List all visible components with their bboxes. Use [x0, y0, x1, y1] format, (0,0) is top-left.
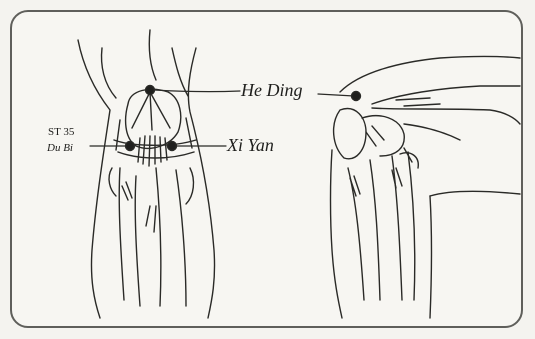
- he-ding-side-point-marker: [352, 92, 361, 101]
- he-ding-label: He Ding: [241, 81, 303, 99]
- xi-yan-point-marker: [168, 142, 177, 151]
- du-bi-point-marker: [126, 142, 135, 151]
- du-bi-label: Du Bi: [47, 143, 73, 154]
- he-ding-side-leader-line: [318, 94, 354, 96]
- xi-yan-label: Xi Yan: [227, 136, 274, 154]
- st35-label: ST 35: [48, 127, 74, 138]
- front-knee-drawing: [78, 30, 215, 318]
- he-ding-point-marker: [146, 86, 155, 95]
